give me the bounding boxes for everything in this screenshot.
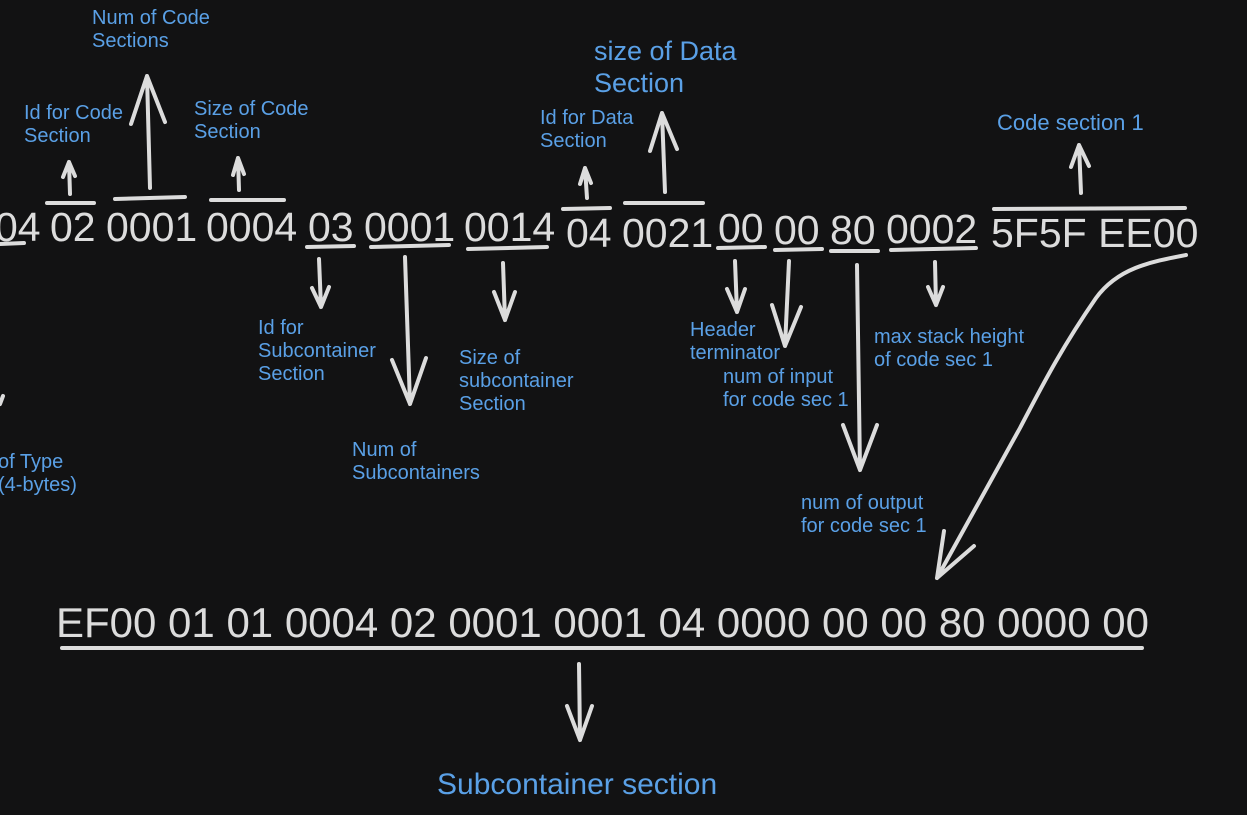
underline-0001 [113, 195, 187, 201]
label-size-subcontainer-section: Size of subcontainer Section [459, 347, 574, 415]
hex-80-num-output: 80 [830, 207, 876, 253]
arrow-curve-code [935, 253, 1188, 580]
underline-code [992, 206, 1187, 211]
underline-04 [0, 241, 26, 246]
label-id-subcontainer-section: Id for Subcontainer Section [258, 317, 376, 385]
underline-00-input [773, 247, 824, 252]
arrow-down-00-term [725, 259, 747, 314]
label-type-section-size: of Type (4-bytes) [0, 451, 77, 496]
label-num-subcontainers: Num of Subcontainers [352, 439, 480, 484]
hex-00-num-input: 00 [774, 207, 820, 253]
arrow-down-0014 [492, 261, 517, 322]
label-subcontainer-section: Subcontainer section [437, 768, 718, 801]
hex-0002-max-stack: 0002 [886, 206, 978, 252]
hex-00-header-terminator: 00 [718, 205, 764, 251]
arrow-up-0001 [129, 74, 167, 190]
arrow-up-code [1069, 143, 1091, 195]
underline-0002 [889, 246, 978, 252]
label-code-section-1: Code section 1 [997, 110, 1144, 135]
label-size-data-section: size of Data Section [594, 36, 737, 98]
arrow-down-00-input [770, 259, 803, 348]
hex-02-code-id: 02 [50, 204, 96, 250]
label-num-output: num of output for code sec 1 [801, 492, 927, 537]
hex-0014-subcontainer-size: 0014 [464, 204, 556, 250]
label-size-code-section: Size of Code Section [194, 98, 309, 143]
arrow-down-80 [841, 263, 879, 472]
hex-04-data-id: 04 [566, 210, 612, 256]
arrow-up-04-data [578, 166, 593, 200]
hex-0001-num-subcontainers: 0001 [364, 204, 456, 250]
arrow-up-0004 [231, 156, 246, 192]
arrow-down-subcontainer [565, 662, 594, 742]
hex-code-section-1: 5F5F EE00 [991, 210, 1199, 256]
arrow-up-02 [61, 160, 77, 196]
hex-03-subcontainer-id: 03 [308, 204, 354, 250]
label-id-data-section: Id for Data Section [540, 107, 634, 152]
arrow-down-type [0, 394, 5, 406]
label-max-stack-height: max stack height of code sec 1 [874, 326, 1025, 371]
underline-03 [305, 244, 356, 249]
label-num-code-sections: Num of Code Sections [92, 7, 210, 52]
arrow-down-0002 [926, 260, 945, 307]
underline-0014 [466, 245, 549, 251]
hex-04-type-size: 04 [0, 204, 41, 250]
arrow-up-0021 [648, 111, 679, 194]
underline-00-term [716, 245, 767, 250]
label-header-terminator: Header terminator [690, 319, 781, 364]
hex-0021-data-size: 0021 [622, 210, 714, 256]
label-id-code-section: Id for Code Section [24, 102, 123, 147]
subcontainer-bytes: EF00 01 01 0004 02 0001 0001 04 0000 00 … [56, 599, 1149, 646]
label-num-input: num of input for code sec 1 [723, 366, 849, 411]
underline-04-data [561, 206, 612, 211]
hex-0004-code-size: 0004 [206, 204, 298, 250]
hex-0001-num-code: 0001 [106, 204, 198, 250]
arrow-down-0001 [390, 255, 428, 406]
arrow-down-03 [310, 257, 331, 309]
underline-0001-sub [369, 243, 451, 249]
